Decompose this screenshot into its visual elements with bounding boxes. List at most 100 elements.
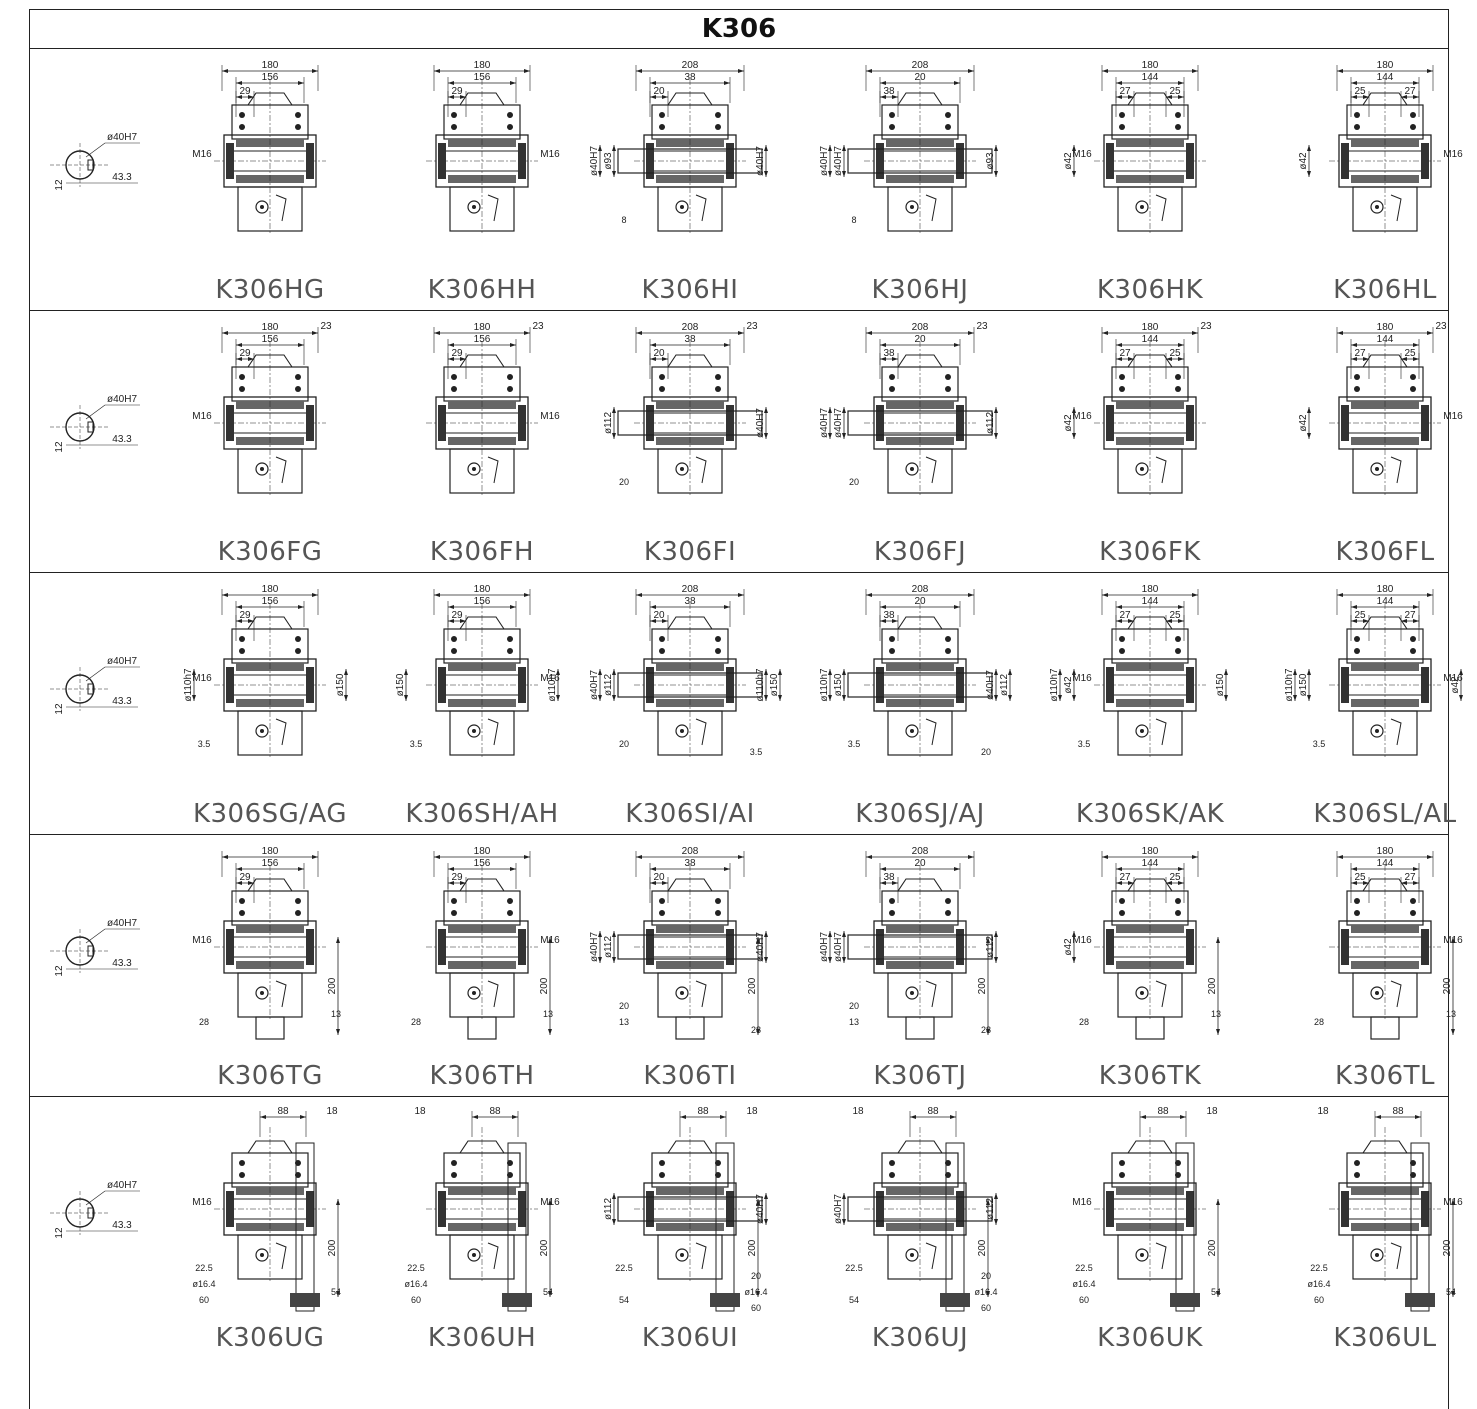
model-label: K306FL bbox=[1335, 537, 1435, 567]
bolt-icon bbox=[239, 374, 245, 380]
model-label: K306HH bbox=[427, 275, 537, 305]
bolt-icon bbox=[451, 386, 457, 392]
bolt-icon bbox=[239, 910, 245, 916]
keyway-depth-label: 43.3 bbox=[112, 434, 132, 445]
overall-width-dim: 180 bbox=[262, 584, 279, 595]
gearbox-housing bbox=[634, 1127, 746, 1283]
output-shaft bbox=[847, 672, 993, 698]
bolt-icon bbox=[507, 898, 513, 904]
inner-width-dim: 144 bbox=[1377, 334, 1394, 345]
bolt-icon bbox=[1354, 1172, 1360, 1178]
diameter-dim: ø40H7 bbox=[590, 146, 600, 176]
bolt-icon bbox=[889, 374, 895, 380]
rubber-buffer bbox=[710, 1293, 740, 1307]
flange-offset-dim: 23 bbox=[532, 321, 544, 332]
height-dim: 200 bbox=[747, 977, 758, 994]
gearbox-housing bbox=[864, 865, 976, 1021]
gearbox-housing bbox=[214, 341, 326, 497]
extra-dim: 60 bbox=[981, 1303, 991, 1313]
model-label: K306SI/AI bbox=[625, 799, 755, 829]
output-shaft bbox=[617, 410, 763, 436]
thread-size-label: M16 bbox=[1072, 1197, 1092, 1208]
keyway-bore-label: ø40H7 bbox=[107, 1180, 137, 1191]
bolt-icon bbox=[1410, 374, 1416, 380]
page-title: K306 bbox=[30, 10, 1448, 49]
inner-width-dim: 144 bbox=[1142, 596, 1159, 607]
bolt-icon bbox=[1119, 1172, 1125, 1178]
gearbox-housing bbox=[1094, 865, 1206, 1021]
gearbox-housing bbox=[634, 603, 746, 759]
inner-width-dim: 38 bbox=[684, 72, 696, 83]
pitch-dim: 88 bbox=[1392, 1106, 1404, 1117]
overall-width-dim: 180 bbox=[1142, 322, 1159, 333]
bolt-icon bbox=[1410, 898, 1416, 904]
inner-width-dim: 156 bbox=[262, 858, 279, 869]
model-label: K306FG bbox=[217, 537, 323, 567]
extra-dim: 3.5 bbox=[198, 739, 211, 749]
bolt-icon bbox=[659, 374, 665, 380]
overall-width-dim: 208 bbox=[682, 322, 699, 333]
offset-dim: 29 bbox=[451, 610, 463, 621]
extra-dim: 13 bbox=[849, 1017, 859, 1027]
diameter-dim: ø42 bbox=[1063, 152, 1074, 170]
bolt-icon bbox=[659, 386, 665, 392]
gearbox-housing bbox=[214, 1127, 326, 1283]
thread-size-label: M16 bbox=[192, 149, 212, 160]
model-label: K306HI bbox=[641, 275, 739, 305]
bolt-icon bbox=[1410, 386, 1416, 392]
extra-dim: 13 bbox=[1211, 1009, 1221, 1019]
bolt-icon bbox=[1354, 1160, 1360, 1166]
output-shaft bbox=[617, 672, 763, 698]
overall-width-dim: 180 bbox=[1142, 60, 1159, 71]
model-cell: 2082038ø150ø110h7ø40H7ø40H7ø1123.520K306… bbox=[820, 573, 1020, 835]
arm-offset-dim: 18 bbox=[852, 1106, 864, 1117]
torque-arm bbox=[1135, 1016, 1165, 1040]
diameter-dim: ø110h7 bbox=[547, 668, 558, 702]
gearbox-housing bbox=[426, 341, 538, 497]
torque-arm bbox=[295, 1142, 315, 1312]
inner-width-dim: 38 bbox=[684, 858, 696, 869]
diameter-dim: ø40H7 bbox=[820, 408, 830, 438]
overall-width-dim: 208 bbox=[682, 846, 699, 857]
gearbox-housing bbox=[864, 79, 976, 235]
diameter-dim: ø150 bbox=[1298, 673, 1309, 696]
diameter-dim: ø40H7 bbox=[590, 670, 600, 700]
bolt-icon bbox=[889, 898, 895, 904]
offset-dim-right: 25 bbox=[1169, 610, 1181, 621]
height-dim: 200 bbox=[327, 977, 338, 994]
diameter-dim: ø42 bbox=[1063, 676, 1074, 694]
overall-width-dim: 180 bbox=[1377, 584, 1394, 595]
arm-offset-dim: 18 bbox=[414, 1106, 426, 1117]
model-label: K306HL bbox=[1333, 275, 1437, 305]
overall-width-dim: 180 bbox=[262, 60, 279, 71]
bolt-icon bbox=[239, 648, 245, 654]
bolt-icon bbox=[1119, 374, 1125, 380]
bolt-icon bbox=[1354, 124, 1360, 130]
model-label: K306TH bbox=[429, 1061, 535, 1091]
overall-width-dim: 180 bbox=[474, 846, 491, 857]
bolt-icon bbox=[507, 124, 513, 130]
bolt-icon bbox=[295, 636, 301, 642]
torque-arm bbox=[1175, 1142, 1195, 1312]
bolt-icon bbox=[507, 374, 513, 380]
extra-dim: ø16.4 bbox=[192, 1279, 215, 1289]
bolt-icon bbox=[1354, 910, 1360, 916]
extra-dim: 20 bbox=[751, 1271, 761, 1281]
gearbox-housing bbox=[426, 865, 538, 1021]
inner-width-dim: 144 bbox=[1142, 858, 1159, 869]
keyway-bore-label: ø40H7 bbox=[107, 918, 137, 929]
thread-size-label: M16 bbox=[540, 673, 560, 684]
extra-dim: 60 bbox=[411, 1295, 421, 1305]
inner-width-dim: 144 bbox=[1377, 72, 1394, 83]
